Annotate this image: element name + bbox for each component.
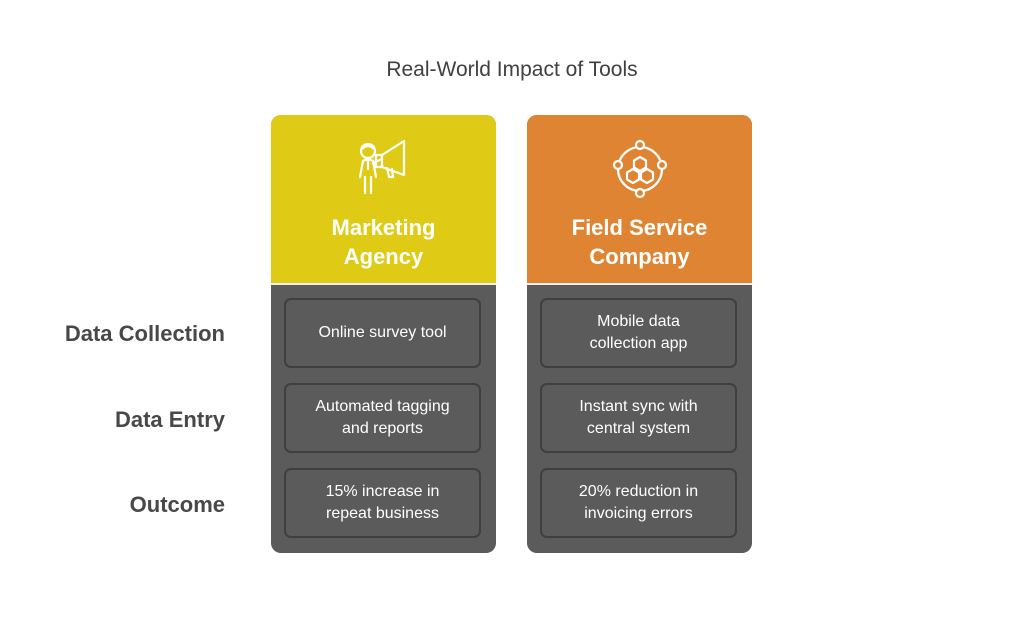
column-title-line-1: Field Service xyxy=(571,215,708,240)
page-title: Real-World Impact of Tools xyxy=(386,58,638,81)
column-title-line-1: Marketing xyxy=(331,215,436,240)
cell-field-data-collection: Mobile data collection app xyxy=(540,298,737,368)
row-label-outcome: Outcome xyxy=(129,492,225,517)
cell-marketing-data-collection: Online survey tool xyxy=(284,298,481,368)
row-label-data-entry: Data Entry xyxy=(114,407,225,432)
row-label-data-collection: Data Collection xyxy=(64,321,225,346)
megaphone-person-icon xyxy=(358,139,406,195)
cell-marketing-data-entry: Automated tagging and reports xyxy=(284,383,481,453)
column-title-line-2: Company xyxy=(589,244,690,269)
column-field-service-company: Field Service Company Mobile data collec… xyxy=(527,115,752,553)
column-title-line-2: Agency xyxy=(343,244,424,269)
cell-field-data-entry: Instant sync with central system xyxy=(540,383,737,453)
column-title-field-service: Field Service Company xyxy=(527,213,752,271)
column-header-field-service: Field Service Company xyxy=(527,115,752,285)
cell-field-outcome: 20% reduction in invoicing errors xyxy=(540,468,737,538)
column-header-marketing: Marketing Agency xyxy=(271,115,496,285)
hexagon-network-icon xyxy=(612,139,668,199)
column-marketing-agency: Marketing Agency Online survey tool Auto… xyxy=(271,115,496,553)
cell-marketing-outcome: 15% increase in repeat business xyxy=(284,468,481,538)
column-title-marketing: Marketing Agency xyxy=(271,213,496,271)
